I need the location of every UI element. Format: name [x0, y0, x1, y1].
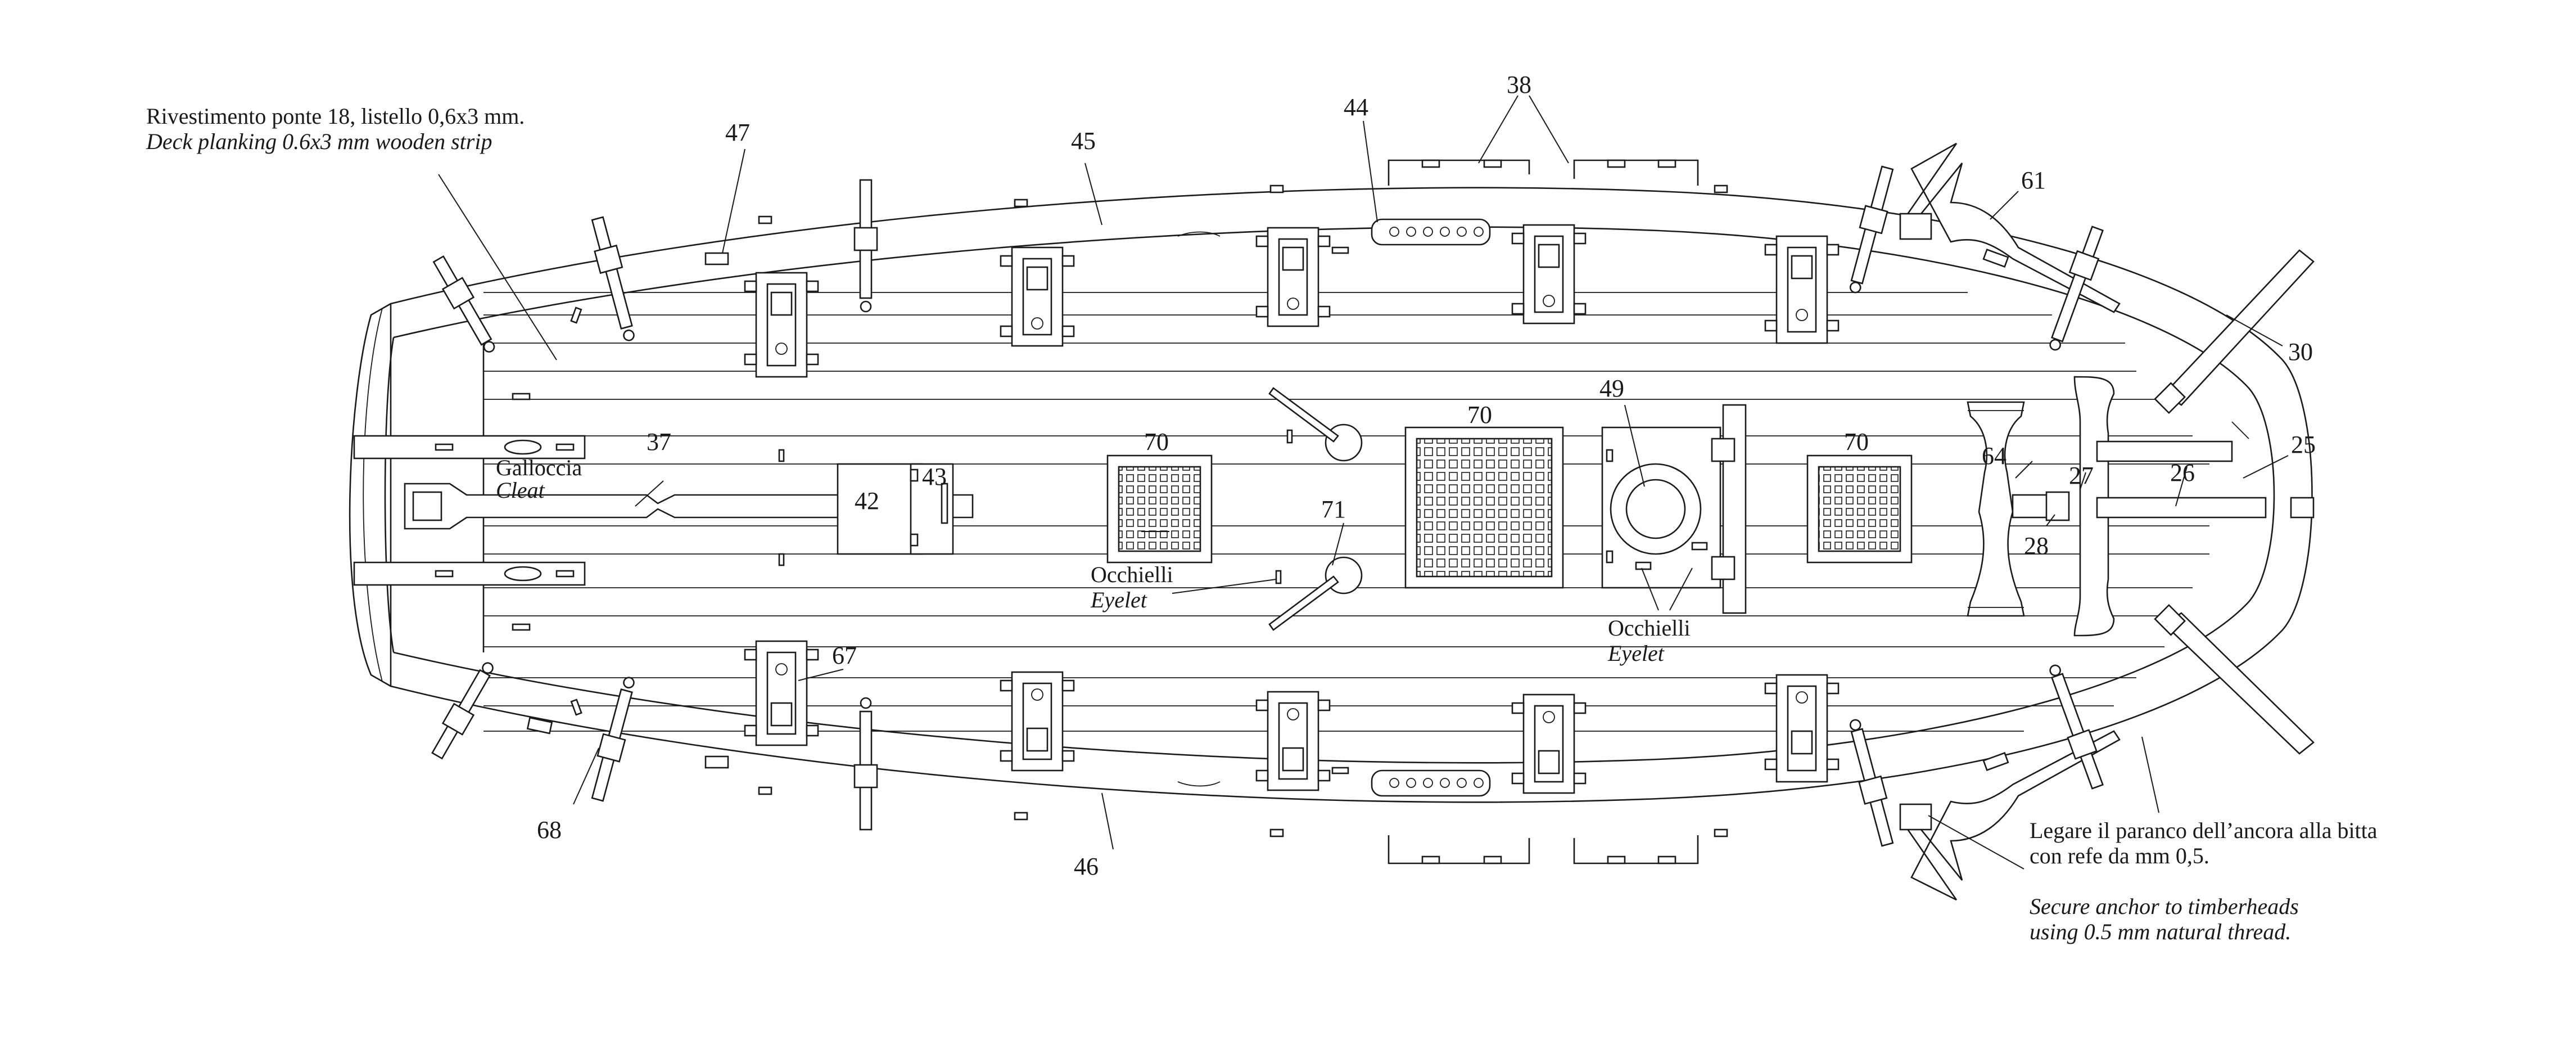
gun-carriage-port-2 [1000, 246, 1075, 347]
capstan-49 [1601, 404, 1747, 614]
anchor-port [1899, 142, 2121, 313]
anchor-en-line2: using 0.5 mm natural thread. [2030, 919, 2291, 944]
deck-planking-en: Deck planking 0.6x3 mm wooden strip [146, 129, 492, 154]
label-28: 28 [2024, 532, 2049, 560]
annotation-anchor: Legare il paranco dell’ancora alla bitta… [2030, 818, 2378, 944]
label-30: 30 [2288, 338, 2313, 366]
gun-carriage-starboard-3 [1255, 691, 1331, 791]
eyelet-en-capstan: Eyelet [1607, 641, 1665, 666]
label-27: 27 [2069, 462, 2094, 489]
eyelet-it-center: Occhielli [1091, 562, 1173, 587]
stern-fittings [353, 393, 974, 631]
gun-carriage-starboard-2 [1000, 671, 1075, 772]
anchor-starboard [1899, 730, 2121, 901]
catheads-30 [2154, 249, 2315, 755]
annotation-cleat: Galloccia Cleat [496, 455, 582, 503]
gun-carriage-port-4 [1511, 224, 1587, 325]
cleat-en: Cleat [496, 478, 545, 503]
label-42: 42 [855, 487, 879, 515]
label-71: 71 [1321, 496, 1346, 523]
label-70-aft: 70 [1144, 428, 1169, 456]
channel-44-port [1371, 218, 1491, 246]
label-43: 43 [922, 463, 947, 490]
swivel-guns [431, 165, 2104, 847]
label-70-fore: 70 [1844, 428, 1869, 456]
gun-carriage-port-3 [1255, 227, 1331, 327]
rail-fittings [526, 184, 2009, 837]
label-45: 45 [1071, 127, 1096, 155]
label-44: 44 [1344, 93, 1368, 121]
label-46: 46 [1074, 853, 1099, 880]
label-67: 67 [832, 642, 857, 669]
annotation-deck-planking: Rivestimento ponte 18, listello 0,6x3 mm… [146, 103, 525, 154]
label-49: 49 [1599, 375, 1624, 402]
anchor-en-line1: Secure anchor to timberheads [2030, 894, 2299, 919]
label-70-main: 70 [1467, 401, 1492, 429]
cleat-it: Galloccia [496, 455, 582, 480]
annotation-eyelet-center: Occhielli Eyelet [1090, 562, 1173, 612]
eyelet-it-capstan: Occhielli [1608, 615, 1691, 641]
annotation-eyelet-capstan: Occhielli Eyelet [1607, 615, 1691, 666]
anchor-it-line2: con refe da mm 0,5. [2030, 843, 2209, 868]
part-numbers: 47 45 44 38 61 30 25 26 27 28 64 70 49 7… [537, 71, 2316, 880]
label-68: 68 [537, 816, 562, 844]
grating-70-aft [1106, 454, 1213, 564]
gun-carriage-port-5 [1764, 235, 1840, 344]
grating-70-main [1404, 426, 1564, 589]
bowsprit-step-26 [2096, 421, 2315, 519]
gun-carriage-starboard-5 [1764, 674, 1840, 783]
label-38: 38 [1507, 71, 1531, 98]
eyelet-en-center: Eyelet [1090, 587, 1147, 612]
anchor-it-line1: Legare il paranco dell’ancora alla bitta [2030, 818, 2378, 843]
label-26: 26 [2170, 459, 2195, 487]
label-64: 64 [1982, 442, 2006, 470]
channel-44-starboard [1371, 769, 1491, 797]
label-25: 25 [2291, 431, 2316, 458]
gun-carriage-port-1 [744, 272, 819, 378]
mast-pumps-71 [1268, 387, 1363, 631]
leader-lines [438, 95, 2289, 870]
grating-70-fore [1806, 454, 1913, 564]
label-61: 61 [2021, 166, 2046, 194]
label-47: 47 [725, 119, 750, 146]
gun-carriage-starboard-1 [744, 640, 819, 746]
label-37: 37 [647, 428, 671, 456]
deck-planking-it: Rivestimento ponte 18, listello 0,6x3 mm… [146, 103, 525, 129]
gun-carriage-starboard-4 [1511, 693, 1587, 794]
channels-38 [1388, 159, 1699, 864]
